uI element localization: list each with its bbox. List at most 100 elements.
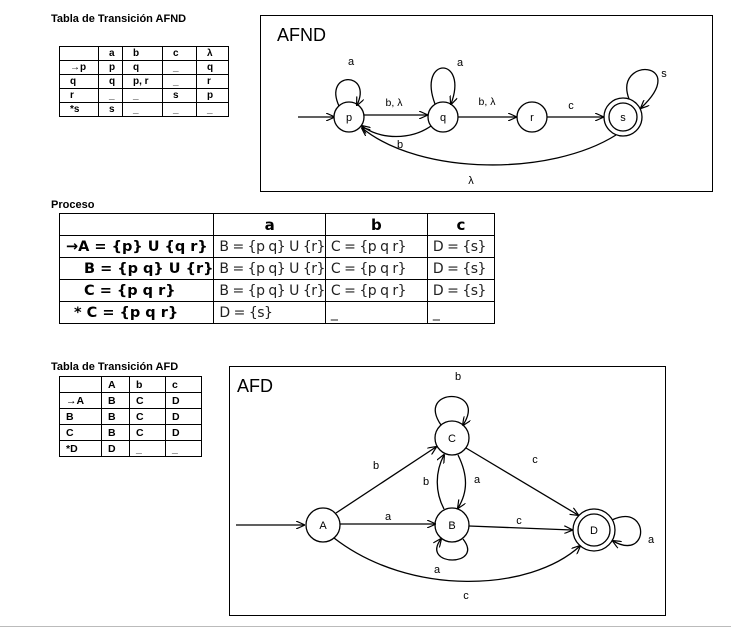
afnd-table-cell: q [98,74,123,89]
afnd-table-cell: p [98,60,123,75]
afnd-table-cell: s [98,102,123,117]
svg-text:A: A [319,520,327,532]
afd-table-header-cell: A [101,376,130,393]
svg-text:C: C [448,433,456,445]
afd-edge-A-D [333,537,580,582]
afnd-label-p-q: b, λ [386,97,404,109]
afd-table-cell: _ [129,440,166,457]
afd-edge-B-C [436,455,444,510]
afnd-table-header-cell [59,46,99,61]
afd-diagram-frame: AFD A B C D b a a b a [229,366,666,616]
proceso-table-row-label: B = {p q} U {r} [58,257,215,280]
afd-label-D-loop: a [648,534,655,546]
afnd-table-cell: _ [196,102,229,117]
afd-edge-C-D [465,447,578,515]
afd-table-cell: D [165,408,202,425]
proceso-table-row: C = {p q r}B = {p q} U {r}C = {p q r}D =… [58,279,495,302]
afd-table-row-label: C [59,424,102,441]
proceso-table-cell: C = {p q r} [324,279,428,302]
svg-text:s: s [620,112,626,124]
afnd-label-s-loop: s [661,68,667,80]
afnd-table-row-label: →p [59,60,99,75]
proceso-table-header-cell [58,213,215,236]
svg-text:p: p [346,112,352,124]
afd-table-row-label: B [59,408,102,425]
proceso-table-cell: D = {s} [426,279,495,302]
afnd-table-cell: s [162,88,197,103]
afnd-table-cell: _ [98,88,123,103]
afnd-table-cell: _ [162,60,197,75]
afd-diagram: AFD A B C D b a a b a [236,371,655,602]
afd-label-C-D: c [532,454,538,466]
proceso-table-row-label: C = {p q r} [58,279,215,302]
afd-table-header-cell [59,376,102,393]
proceso-table-cell: _ [426,301,495,324]
proceso-table-header-cell: c [426,213,495,236]
proceso-table-cell: _ [324,301,428,324]
state-D-final: D [572,508,616,552]
afnd-label-s-p: λ [468,175,474,187]
afd-label-B-C: b [423,476,429,488]
afd-table-cell: B [101,392,130,409]
afd-label-B-loop: a [434,564,441,576]
afd-label-C-B: a [474,474,481,486]
afd-edge-C-loop [434,396,468,426]
proceso-table-header-cell: b [324,213,428,236]
afnd-table-cell: _ [122,88,163,103]
afnd-table-row-label: r [59,88,99,103]
afnd-table-header-cell: a [98,46,123,61]
afnd-table-cell: _ [162,74,197,89]
afnd-table-cell: _ [162,102,197,117]
afd-table-header-cell: c [165,376,202,393]
afnd-table-row-label: q [59,74,99,89]
svg-text:B: B [448,520,455,532]
afnd-edge-p-loop [335,78,360,106]
state-B: B [434,507,470,543]
afd-label-B-D: c [516,515,522,527]
svg-text:r: r [530,112,534,124]
state-p: p [333,101,365,133]
afnd-edge-s-loop [626,69,659,108]
proceso-table-row: B = {p q} U {r}B = {p q} U {r}C = {p q r… [58,257,495,280]
afnd-table-title: Tabla de Transición AFND [51,13,187,25]
afd-table-cell: D [165,392,202,409]
afd-table-title: Tabla de Transición AFD [51,361,179,373]
afd-edge-B-loop [437,539,469,561]
page-bottom-divider [0,626,731,627]
afnd-table-header-cell: c [162,46,197,61]
proceso-table-header-cell: a [213,213,326,236]
afd-diagram-label: AFD [237,376,273,396]
afnd-table-row-label: *s [59,102,99,117]
afnd-table-header-cell: λ [196,46,229,61]
proceso-table-row-label: * C = {p q r} [58,301,215,324]
proceso-table-row-label: →A = {p} U {q r} [58,235,215,258]
afnd-diagram: AFND p q r s a a s b, λ [277,25,667,187]
afd-table-row-label: *D [59,440,102,457]
afnd-table-header-cell: b [122,46,163,61]
proceso-table-row: * C = {p q r}D = {s}__ [58,301,495,324]
afd-table-cell: C [129,408,166,425]
state-A: A [305,507,341,543]
afnd-label-r-s: c [568,100,574,112]
afnd-table-cell: q [122,60,163,75]
afd-edge-A-C [335,447,436,514]
proceso-table-row: →A = {p} U {q r}B = {p q} U {r}C = {p q … [58,235,495,258]
afnd-table-cell: q [196,60,229,75]
proceso-table-cell: B = {p q} U {r} [213,279,326,302]
state-q: q [427,101,459,133]
afd-table-cell: C [129,392,166,409]
proceso-table-cell: B = {p q} U {r} [213,257,326,280]
proceso-table-cell: C = {p q r} [324,257,428,280]
afnd-label-q-r: b, λ [479,96,497,108]
afd-label-A-C: b [373,460,379,472]
afnd-label-p-loop: a [348,56,355,68]
